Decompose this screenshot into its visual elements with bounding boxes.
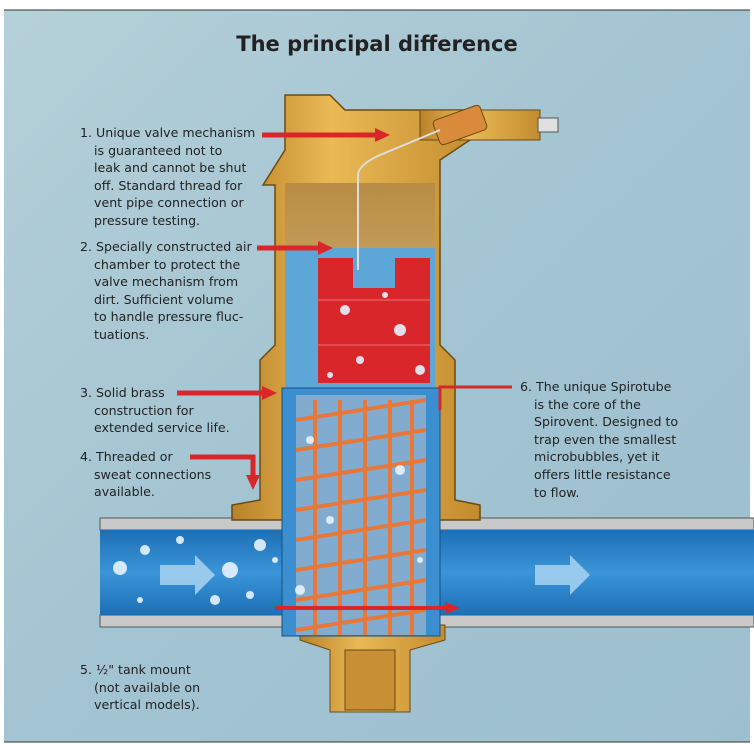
page-title: The principal difference [236,32,518,56]
callout-arrows [177,128,512,614]
callout-4-connections: 4. Threaded or sweat connections availab… [80,448,211,501]
callout-line: valve mechanism from [94,274,239,290]
callout-line: construction for [94,402,194,418]
callout-line: Spirovent. Designed to [534,414,679,430]
callout-line: to flow. [534,484,580,500]
bubbles [113,292,425,605]
arrow-6 [438,385,512,410]
callout-line: (not available on [94,679,201,695]
callout-line: available. [94,484,155,500]
callout-line: leak and cannot be shut [94,160,247,176]
callout-line: vertical models). [94,697,200,713]
callout-line: is the core of the [534,396,641,412]
callout-2-air-chamber: 2. Specially constructed air chamber to … [80,238,252,344]
callout-line: sweat connections [94,466,212,482]
arrow-4 [190,454,256,475]
callout-5-tank-mount: 5. ½" tank mount (not available on verti… [80,661,200,714]
callout-line: is guaranteed not to [94,142,223,158]
float [318,258,430,383]
callout-line: trap even the smallest [534,431,677,447]
callout-6-spirotube: 6. The unique Spirotube is the core of t… [520,378,678,501]
callout-line: dirt. Sufficient volume [94,291,234,307]
callout-line: 6. The unique Spirotube [520,379,672,394]
callout-line: 5. ½" tank mount [80,662,191,677]
callout-line: chamber to protect the [94,256,241,272]
callout-line: pressure testing. [94,212,201,228]
callout-line: tuations. [94,326,150,342]
flow-arrow-out-icon [535,555,590,595]
callout-line: off. Standard thread for [94,177,243,193]
callout-line: offers little resistance [534,466,671,482]
callout-line: 3. Solid brass [80,385,165,400]
callout-line: extended service life. [94,420,230,436]
callout-line: 2. Specially constructed air [80,239,252,254]
callout-1-valve-mechanism: 1. Unique valve mechanism is guaranteed … [80,124,255,230]
callout-line: to handle pressure fluc- [94,309,244,325]
flow-arrow-in-icon [160,555,215,595]
callout-3-solid-brass: 3. Solid brass construction for extended… [80,384,230,437]
callout-line: microbubbles, yet it [534,449,660,465]
callout-line: vent pipe connection or [94,195,244,211]
spirotube-coils [295,398,427,635]
callout-line: 4. Threaded or [80,449,173,464]
callout-line: 1. Unique valve mechanism [80,125,256,140]
